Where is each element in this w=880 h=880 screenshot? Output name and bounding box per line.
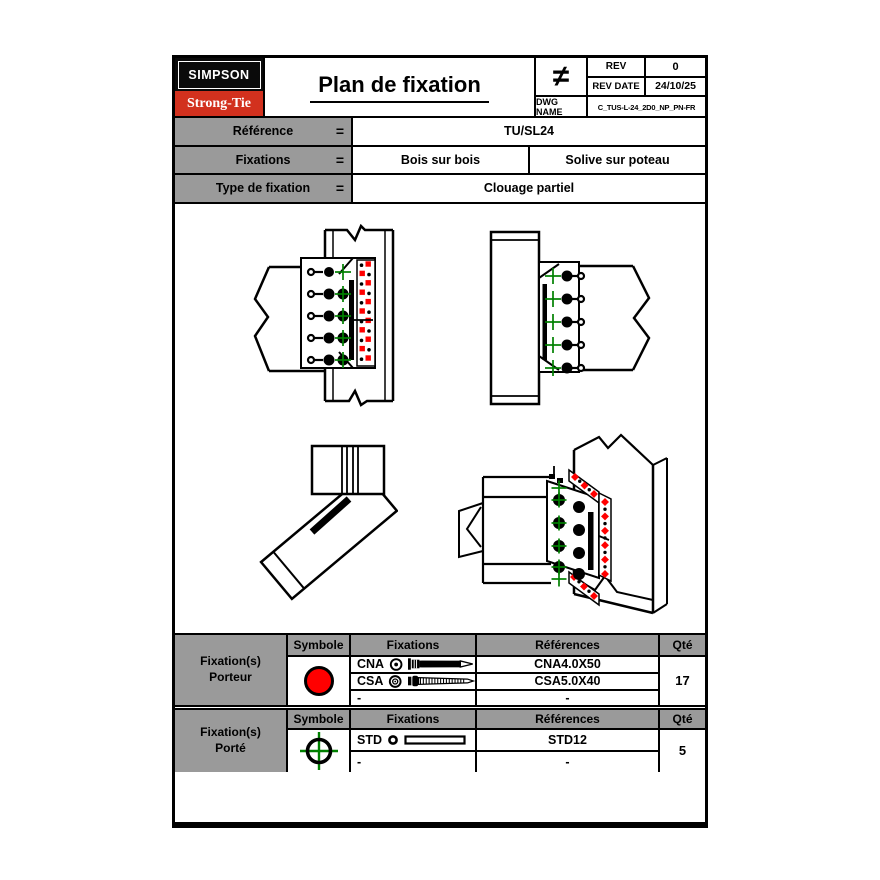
projection-symbol-icon: ≠ [536, 58, 588, 97]
nail-dots [545, 267, 586, 376]
table-row: - - [351, 690, 660, 705]
fixation-cell-csa: CSA [351, 673, 477, 689]
sheet-title-text: Plan de fixation [310, 72, 489, 103]
reference-cell: - [477, 690, 660, 705]
header-references: Références [477, 709, 660, 728]
drawing-isometric-view [458, 432, 668, 614]
logo-simpson-text: SIMPSON [177, 60, 261, 89]
table-row: - - [351, 751, 660, 772]
type-fixation-label: Type de fixation = [175, 175, 353, 202]
nail-dots [306, 263, 351, 368]
equals-sign: = [335, 180, 344, 197]
drawing-front-view [253, 223, 395, 407]
reference-cell: STD12 [477, 729, 660, 750]
porte-qty-value: 5 [678, 743, 687, 758]
table-row: CNA [351, 656, 660, 674]
equals-sign: = [335, 123, 344, 140]
fixation-cell-std: STD [351, 729, 477, 750]
row-type-fixation: Type de fixation = Clouage partiel [175, 175, 705, 204]
drawing-sheet: SIMPSON Strong-Tie Plan de fixation ≠ RE… [172, 55, 708, 828]
green-crosshair-symbol-icon [299, 731, 338, 770]
porteur-group-label: Fixation(s) Porteur [175, 634, 288, 705]
logo-strongtie-text: Strong-Tie [175, 91, 263, 116]
csa-screw-side-icon [407, 675, 475, 687]
logo-black-box: SIMPSON [175, 58, 263, 92]
drawing-side-view [489, 230, 651, 405]
header-qty: Qté [660, 709, 705, 728]
fixation-cell-dash: - [351, 690, 477, 705]
reference-label: Référence = [175, 118, 353, 145]
header-fixations: Fixations [351, 634, 477, 655]
porteur-symbol-cell [288, 656, 351, 705]
reference-cell: CNA4.0X50 [477, 656, 660, 672]
table-fixations-porte: Fixation(s) Porté Symbole Fixations Réfé… [175, 709, 705, 772]
header-references: Références [477, 634, 660, 655]
rev-date-label: REV DATE [588, 77, 646, 97]
std-side-icon [404, 734, 466, 745]
rev-value: 0 [646, 58, 705, 78]
table-row: STD STD12 [351, 729, 660, 752]
table-fixations-porteur: Fixation(s) Porteur Symbole Fixations Ré… [175, 634, 705, 707]
revision-block: ≠ REV 0 REV DATE 24/10/25 DWG NAME C_TUS… [536, 58, 705, 117]
title-block: SIMPSON Strong-Tie Plan de fixation ≠ RE… [175, 58, 705, 118]
table-row: CSA [351, 673, 660, 691]
reference-value: TU/SL24 [503, 124, 554, 139]
porteur-qty-value: 17 [675, 673, 690, 688]
csa-screw-head-icon [389, 674, 402, 688]
porte-symbol-cell [288, 729, 351, 772]
fixation-cell-cna: CNA [351, 656, 477, 672]
red-circle-symbol-icon [303, 665, 334, 696]
type-fixation-value: Clouage partiel [483, 181, 575, 196]
header-qty: Qté [660, 634, 705, 655]
rev-date-value: 24/10/25 [646, 78, 705, 97]
header-fixations: Fixations [351, 709, 477, 728]
partial-nailing-hatch [359, 260, 371, 361]
dwg-name-value: C_TUS-L-24_2D0_NP_PN-FR [597, 102, 696, 112]
table-separator [175, 707, 705, 710]
rev-label: REV [588, 58, 646, 78]
cna-nail-side-icon [408, 658, 474, 670]
table-header-row: Symbole Fixations Références Qté [288, 634, 705, 657]
table-header-row: Symbole Fixations Références Qté [288, 709, 705, 730]
drawing-area [175, 203, 705, 635]
fixations-value-2: Solive sur poteau [528, 146, 705, 173]
row-reference: Référence = TU/SL24 [175, 118, 705, 147]
std-head-icon [388, 734, 398, 745]
equals-sign: = [335, 151, 344, 168]
nail-dots [551, 480, 585, 586]
header-symbole: Symbole [288, 634, 351, 655]
reference-cell: - [477, 751, 660, 772]
drawing-sloped-joist-sketch [259, 444, 398, 601]
porte-group-label: Fixation(s) Porté [175, 709, 288, 772]
row-fixations: Fixations = Bois sur bois Solive sur pot… [175, 146, 705, 175]
sheet-title: Plan de fixation [265, 58, 536, 116]
simpson-strongtie-logo: SIMPSON Strong-Tie [175, 58, 265, 116]
fixation-cell-dash: - [351, 751, 477, 772]
fixations-value-1: Bois sur bois [400, 152, 481, 167]
dwg-name-label: DWG NAME [536, 97, 588, 117]
fixations-label: Fixations = [175, 146, 353, 173]
header-symbole: Symbole [288, 709, 351, 728]
reference-cell: CSA5.0X40 [477, 673, 660, 689]
cna-nail-head-icon [389, 657, 403, 671]
